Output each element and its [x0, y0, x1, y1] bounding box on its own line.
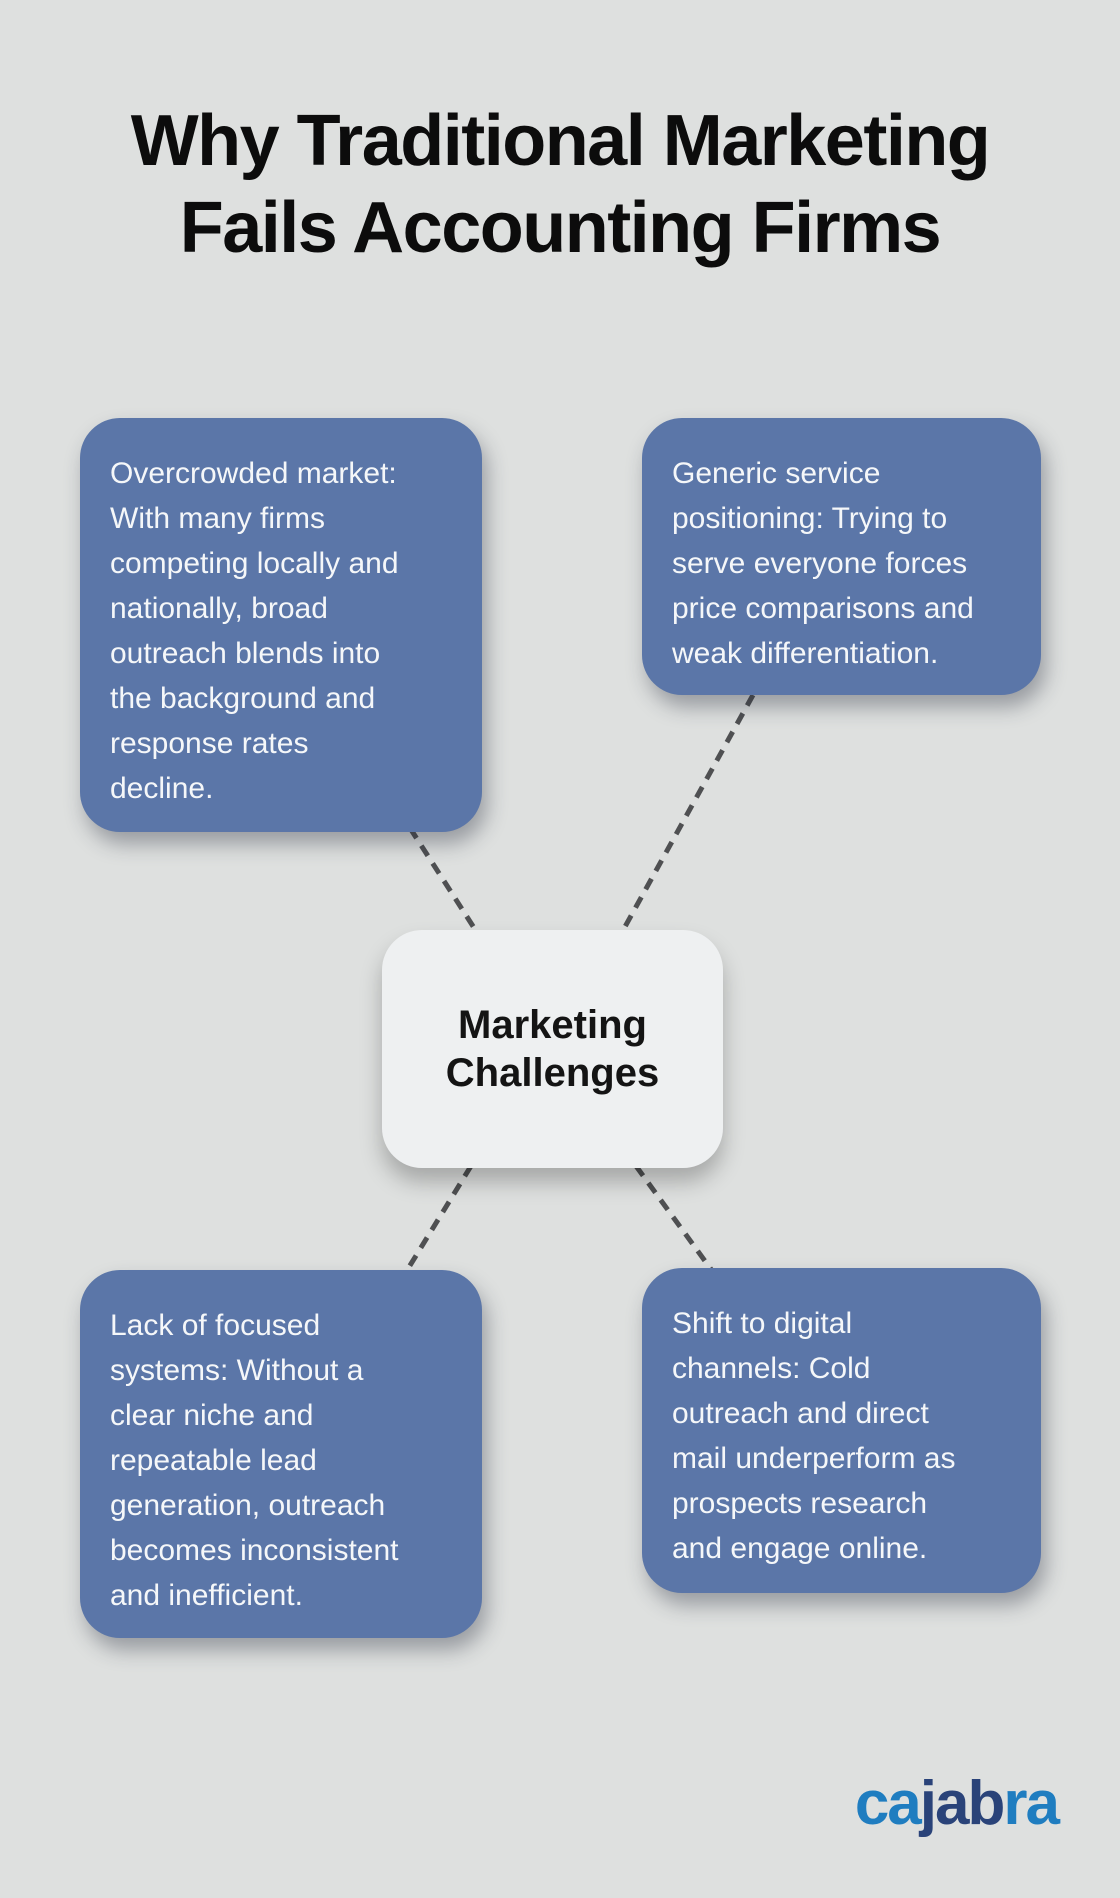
node-generic-positioning: Generic service positioning: Trying to s…	[642, 418, 1041, 695]
logo-segment: ca	[854, 1769, 922, 1838]
node-text: Shift to digital channels: Cold outreach…	[672, 1307, 956, 1565]
center-node-label: Marketing Challenges	[445, 1003, 660, 1095]
logo-segment: ra	[1003, 1769, 1060, 1838]
node-overcrowded-market: Overcrowded market: With many firms comp…	[80, 418, 482, 832]
center-node: Marketing Challenges	[382, 930, 723, 1168]
connector-top-right	[618, 693, 756, 936]
logo-segment: jab	[919, 1769, 1006, 1838]
connector-bottom-left	[403, 1164, 474, 1274]
connector-bottom-right	[633, 1164, 716, 1274]
cajabra-logo: cajabra	[854, 1768, 1060, 1840]
node-text: Lack of focused systems: Without a clear…	[110, 1309, 399, 1612]
page-title: Why Traditional Marketing Fails Accounti…	[130, 101, 991, 268]
node-lack-of-systems: Lack of focused systems: Without a clear…	[80, 1270, 482, 1638]
node-digital-shift: Shift to digital channels: Cold outreach…	[642, 1268, 1041, 1593]
node-text: Generic service positioning: Trying to s…	[672, 457, 974, 670]
node-text: Overcrowded market: With many firms comp…	[110, 457, 399, 805]
connector-top-left	[407, 826, 481, 936]
